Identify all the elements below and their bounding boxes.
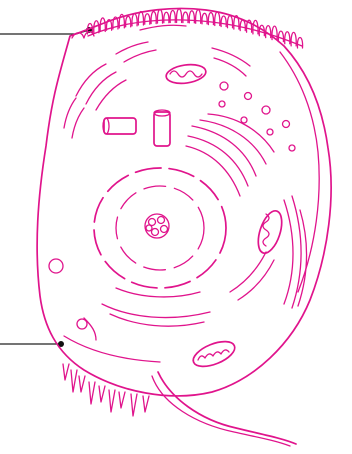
mitochondrion-top: [165, 62, 207, 85]
cilia-base: [88, 20, 302, 46]
cilium: [164, 12, 169, 23]
cilium: [227, 16, 232, 28]
centriole-vertical: [154, 110, 170, 146]
basal-tuft: [89, 382, 95, 404]
cilium: [138, 11, 143, 25]
cilium: [145, 14, 150, 25]
cilia-band: [87, 9, 302, 48]
cilium: [151, 12, 156, 24]
leader-lines: [0, 27, 92, 347]
basal-tuft: [79, 376, 85, 392]
cell-cortex-line: [280, 52, 319, 292]
nucleus: [94, 168, 226, 288]
mitochondrion-right: [254, 208, 287, 256]
basal-tuft: [119, 392, 125, 408]
centriole-horizontal: [103, 118, 136, 134]
vesicles: [49, 82, 295, 329]
endoplasmic-reticulum-bottom: [102, 252, 274, 326]
cilium: [202, 13, 207, 24]
endoplasmic-reticulum-top: [140, 25, 250, 76]
mitochondrion-bottom: [190, 336, 238, 371]
cilium: [285, 32, 290, 44]
basal-tuft: [109, 390, 115, 412]
cilium: [157, 10, 162, 24]
golgi-apparatus: [186, 114, 274, 196]
right-side-strands: [284, 196, 307, 308]
basal-tuft: [131, 394, 137, 416]
cilium: [170, 11, 175, 23]
basal-tuft: [71, 370, 77, 392]
cilium: [278, 31, 283, 42]
cilium: [132, 14, 137, 26]
basal-tufts: [63, 364, 149, 416]
cell-membrane: [37, 8, 331, 395]
cilium: [126, 16, 131, 27]
cell: [37, 8, 331, 446]
flagellum: [158, 372, 296, 444]
cilium: [221, 16, 226, 27]
cilium: [183, 12, 188, 23]
basal-tuft: [143, 396, 149, 412]
basal-tuft: [63, 364, 69, 380]
basal-tuft: [99, 386, 105, 402]
nucleolus: [145, 214, 169, 238]
endoplasmic-reticulum-left: [64, 42, 156, 138]
cilium: [240, 20, 245, 31]
